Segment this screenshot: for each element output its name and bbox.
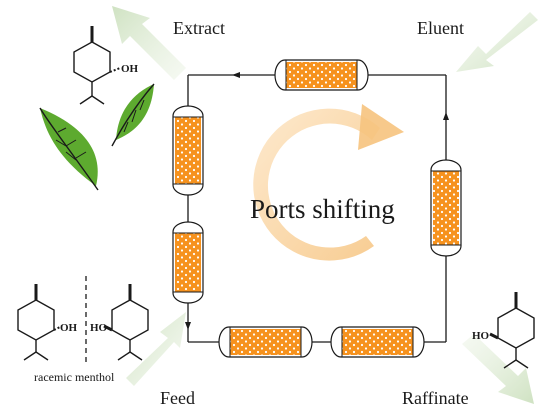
- feed-port-arrow: [126, 312, 186, 386]
- flow-arrows: [185, 72, 449, 330]
- column-left-upper: [172, 105, 204, 196]
- eluent-label: Eluent: [417, 18, 464, 38]
- menthol-structure-extract: [73, 26, 121, 105]
- column-bottom-left: [218, 326, 313, 358]
- extract-label: Extract: [173, 18, 225, 38]
- column-right: [430, 159, 462, 257]
- hydroxyl-label: HO: [90, 322, 108, 334]
- hydroxyl-label: OH: [121, 63, 139, 75]
- ports-shifting-label: Ports shifting: [250, 194, 395, 224]
- racemic-menthol-label: racemic menthol: [34, 370, 115, 384]
- raffinate-port-arrow: [462, 334, 534, 404]
- menthol-structure-raffinate: [489, 292, 535, 369]
- column-bottom-right: [330, 326, 425, 358]
- leaf-icon: [111, 83, 155, 147]
- menthol-structure-racemic-right: [103, 284, 149, 361]
- hydroxyl-label: HO: [472, 330, 490, 342]
- hydroxyl-label: OH: [60, 322, 78, 334]
- cycle-arrow-icon: [253, 104, 404, 261]
- column-top: [274, 59, 369, 91]
- feed-label: Feed: [160, 388, 195, 408]
- menthol-structure-racemic-left: [17, 284, 63, 361]
- leaf-icon: [39, 107, 99, 191]
- extract-port-arrow: [112, 6, 186, 80]
- eluent-port-arrow: [456, 12, 538, 72]
- raffinate-label: Raffinate: [402, 388, 469, 408]
- column-left-lower: [172, 221, 204, 304]
